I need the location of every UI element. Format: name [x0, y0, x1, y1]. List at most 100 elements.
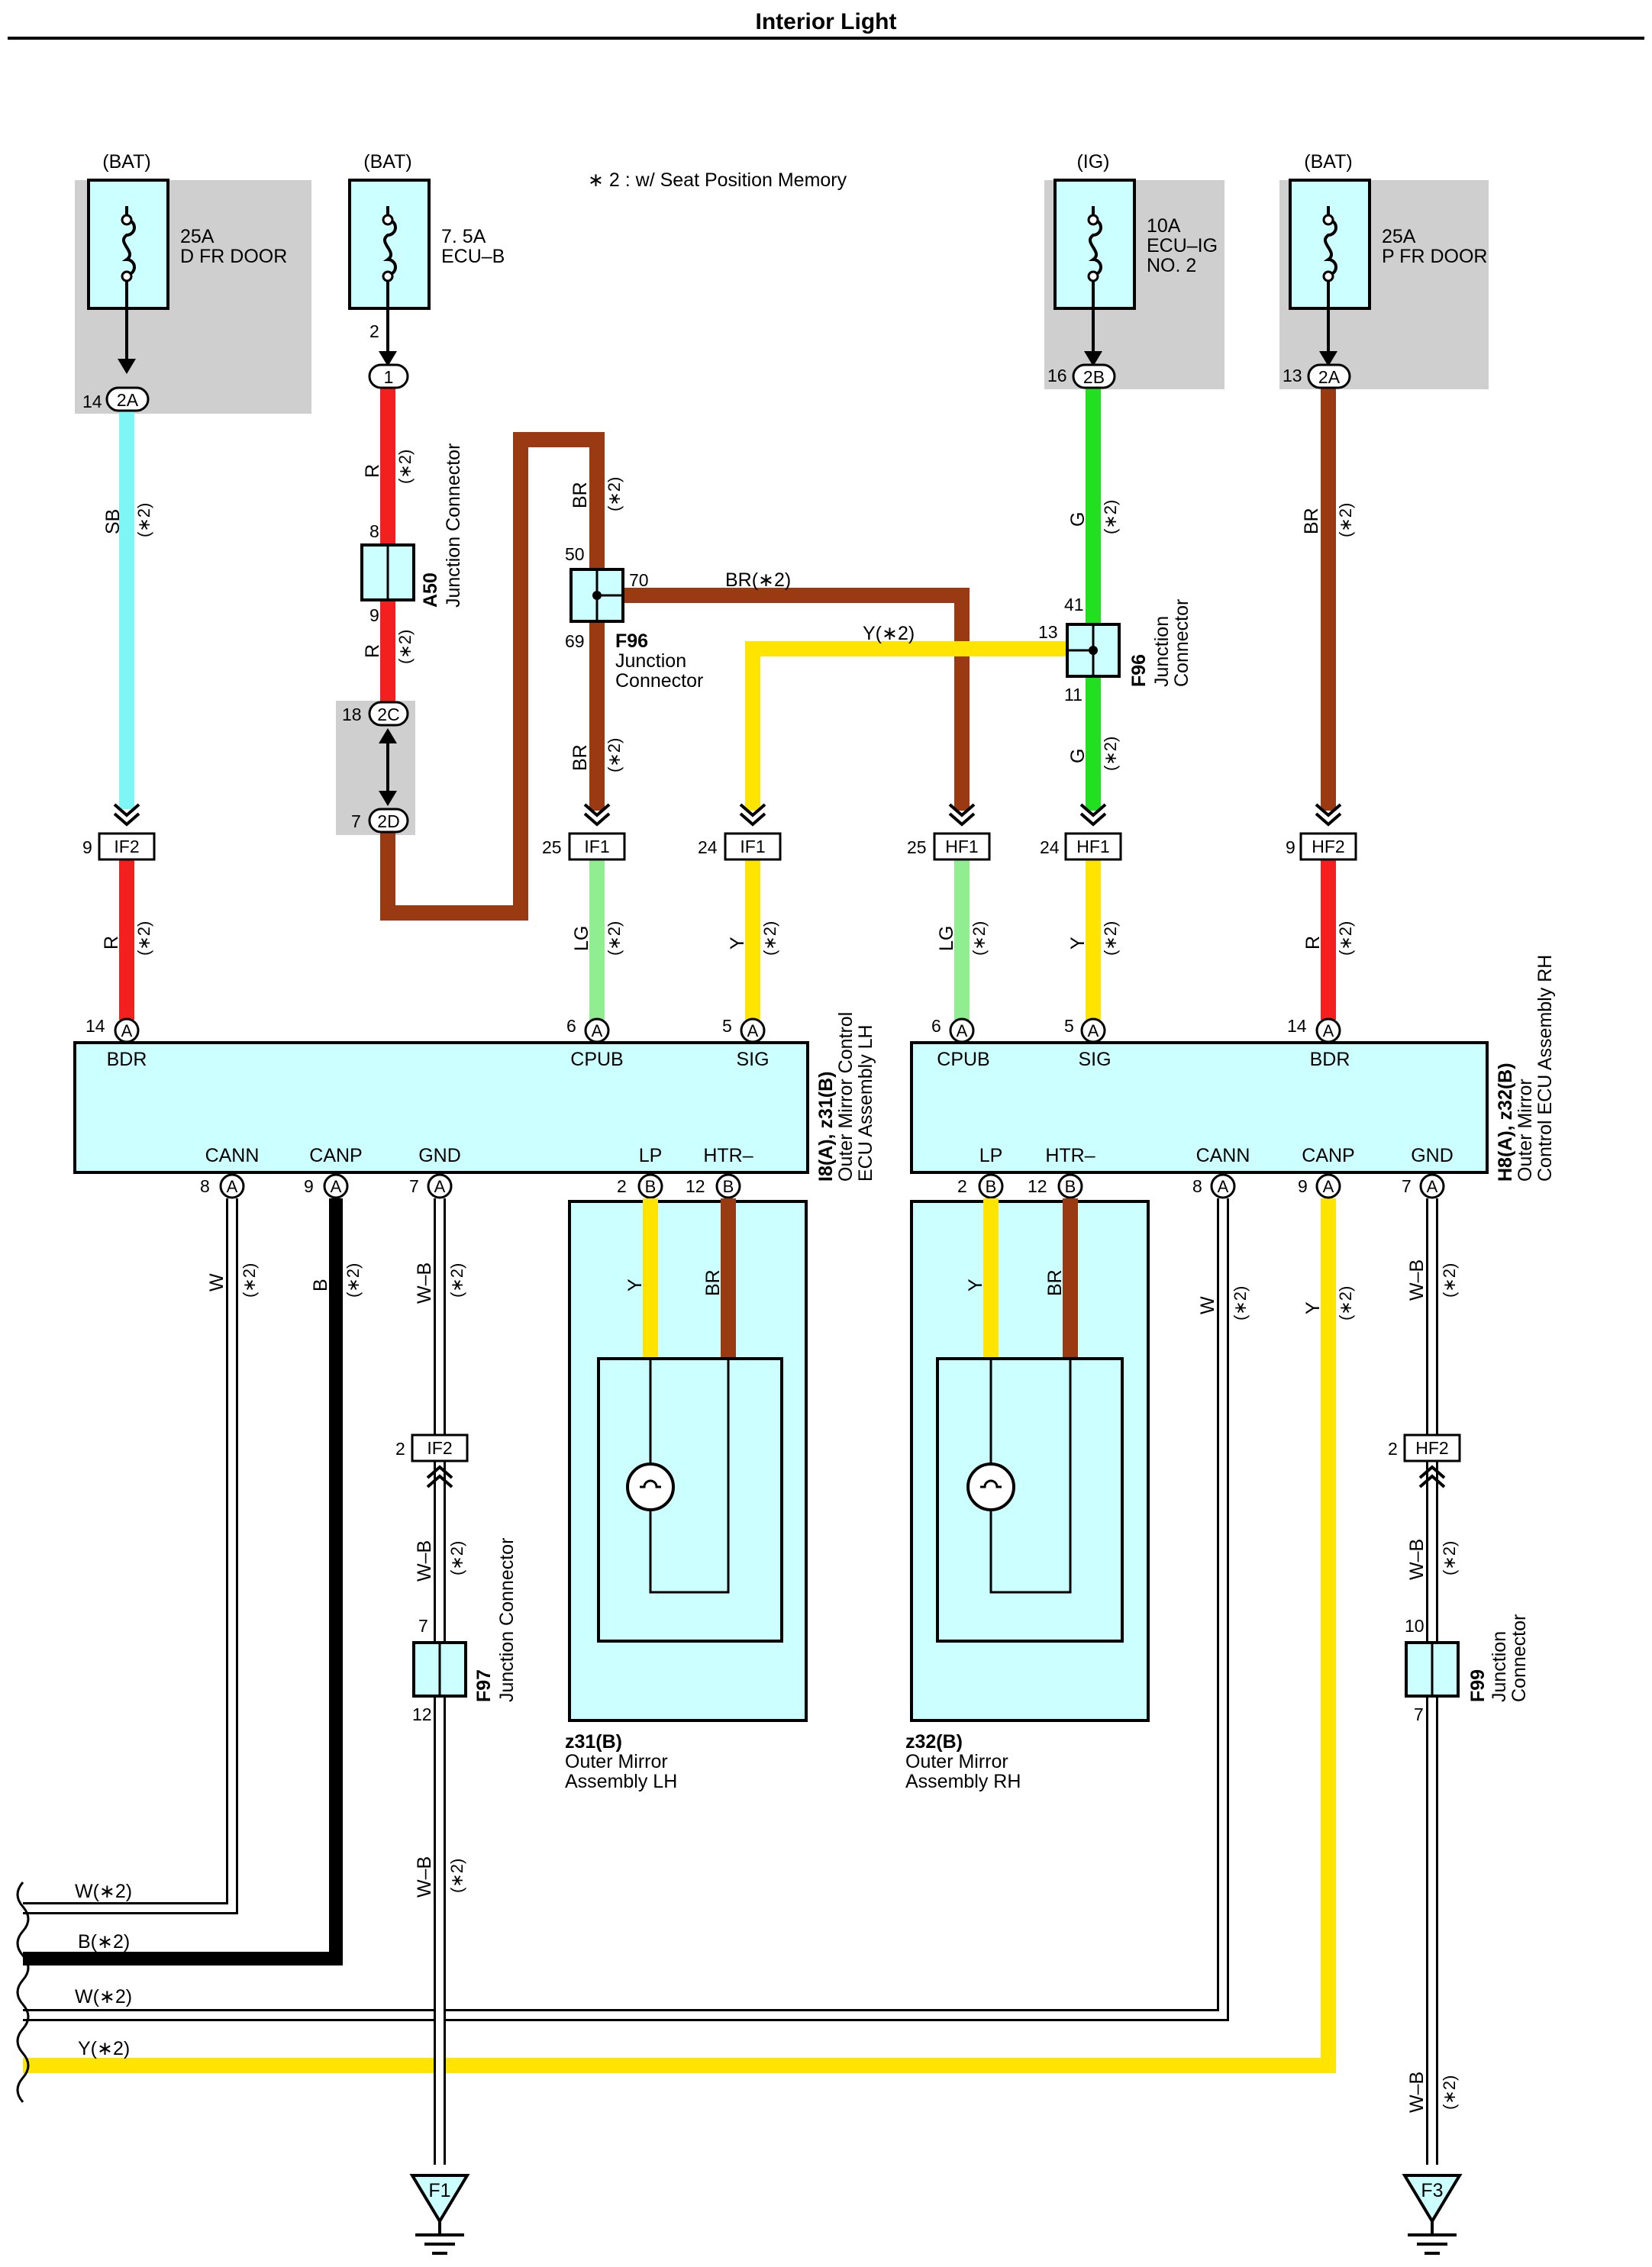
inline-connector-pin: 2 [1388, 1439, 1398, 1459]
ground-code: F1 [428, 2180, 450, 2201]
inline-connector-code: IF2 [427, 1438, 452, 1458]
ecu-pin-conn: A [592, 1021, 603, 1040]
ground-triangle [409, 2174, 470, 2224]
ecu-pin-connector [584, 1017, 610, 1043]
fuse-pin: 16 [1047, 366, 1067, 385]
ecu-pin-number: 7 [1402, 1176, 1412, 1196]
ecu-pin-number: 8 [1192, 1176, 1202, 1196]
inline-connector-hf1 [933, 832, 991, 861]
legend-note: ∗ 2 : w/ Seat Position Memory [588, 169, 847, 191]
ecu-lh-code: I8(A), z31(B) [815, 1072, 837, 1182]
chevron-up-icon [1418, 1465, 1446, 1488]
fuse-source: (BAT) [363, 151, 411, 173]
junction-code: F96 [615, 630, 648, 652]
inline-connector-pin: 2 [395, 1439, 405, 1459]
junction-desc: Connector [615, 670, 703, 692]
wire-label: W [206, 1273, 227, 1292]
fuse-name: ECU–B [441, 246, 505, 267]
junction-desc: Junction Connector [496, 1538, 518, 1702]
inline-connector-code: HF2 [1312, 837, 1344, 856]
joint-connector-code: 2C [377, 705, 399, 724]
ground-triangle [1402, 2174, 1463, 2224]
ecu-lh-desc: ECU Assembly LH [855, 1024, 876, 1182]
inline-connector-pin: 25 [542, 837, 562, 857]
wire-label-star: (∗2) [760, 921, 779, 956]
fuse-pin: 2 [369, 321, 379, 341]
fuse-connector [105, 386, 150, 412]
wire-y-canp [23, 1198, 1336, 2073]
ecu-pin-number: 7 [409, 1176, 419, 1196]
ecu-pin-number: 5 [722, 1016, 732, 1036]
wire-label: Y [1302, 1301, 1324, 1314]
diagram-title: Interior Light [756, 9, 897, 34]
fuse-name: ECU–IG [1147, 235, 1218, 256]
junction-desc: Junction Connector [443, 443, 464, 608]
wire-label-star: (∗2) [134, 921, 153, 956]
ecu-pin-number: 9 [304, 1176, 314, 1196]
inline-connector-pin: 9 [1286, 837, 1295, 857]
wire-label: BR [1301, 508, 1322, 534]
wire-label: Y(∗2) [863, 623, 915, 644]
junction-pin: 12 [412, 1704, 432, 1724]
wire-w-lh-cann-inner [23, 1198, 236, 1912]
ecu-pin-conn: A [1218, 1177, 1229, 1196]
arrow-icon [379, 728, 397, 743]
ecu-pin-conn: B [645, 1177, 657, 1196]
wire-label-star: (∗2) [395, 630, 415, 664]
inline-connector-code: HF2 [1415, 1438, 1448, 1458]
wire-label-star: (∗2) [1101, 737, 1120, 771]
junction-pin: 11 [1064, 685, 1083, 705]
junction-desc: Junction [1489, 1631, 1510, 1702]
mirror-rh-desc: Assembly RH [905, 1771, 1021, 1792]
ecu-pin-label: GND [1411, 1145, 1454, 1166]
wire-label: W–B [1406, 2072, 1428, 2113]
fuse-connector [1307, 363, 1351, 389]
wire-label-star: (∗2) [1336, 1286, 1355, 1321]
mirror-lh-desc: Assembly LH [565, 1771, 677, 1792]
ecu-pin-label: HTR– [703, 1145, 753, 1166]
lamp-icon [626, 1462, 675, 1511]
inline-connector-if2 [411, 1433, 469, 1462]
ecu-pin-conn: A [1427, 1177, 1438, 1196]
inline-connector-if2 [98, 832, 156, 861]
wire-label: W–B [1406, 1539, 1428, 1580]
ecu-pin-number: 9 [1298, 1176, 1308, 1196]
arrow-icon [379, 791, 397, 806]
junction-pin: 50 [565, 544, 585, 564]
ecu-pin-conn: A [331, 1177, 342, 1196]
inline-connector-pin: 24 [1040, 837, 1060, 857]
ecu-lh-box [73, 1041, 809, 1174]
junction-pin: 7 [418, 1616, 428, 1636]
junction-code: F96 [1128, 654, 1150, 687]
ecu-pin-conn: A [1323, 1021, 1334, 1040]
junction-desc: Junction [615, 650, 686, 672]
ecu-pin-label: CANP [1302, 1145, 1354, 1166]
wire-label: BR [702, 1269, 724, 1296]
mirror-rh-desc: Outer Mirror [905, 1751, 1008, 1772]
ecu-lh-desc: Outer Mirror Control [835, 1012, 857, 1182]
mirror-lh-code: z31(B) [565, 1731, 622, 1753]
wire-y-13 [745, 641, 1070, 811]
ecu-pin-number: 14 [86, 1016, 105, 1036]
mirror-rh-code: z32(B) [905, 1731, 963, 1753]
ecu-pin-connector [1210, 1173, 1236, 1199]
ecu-rh-desc: Outer Mirror [1515, 1079, 1536, 1182]
joint-pin: 7 [351, 811, 361, 831]
ecu-pin-number: 12 [1028, 1176, 1047, 1196]
fuse-rating: 25A [180, 226, 215, 247]
arrow-icon [379, 351, 397, 366]
wire-label-star: (∗2) [1231, 1286, 1250, 1321]
fuse-name-2: NO. 2 [1147, 255, 1196, 276]
ecu-pin-connector [219, 1173, 245, 1199]
wire-label: Y(∗2) [78, 2038, 130, 2059]
inline-connector-pin: 24 [698, 837, 718, 857]
ecu-pin-connector [949, 1017, 975, 1043]
wire-label-star: (∗2) [344, 1263, 363, 1298]
ecu-pin-conn: A [227, 1177, 238, 1196]
wire-label: R [1302, 936, 1324, 950]
fuse-pin: 14 [82, 392, 102, 411]
ecu-pin-connector [1315, 1173, 1341, 1199]
chevron-down-icon [1315, 803, 1342, 827]
wire-label: B [310, 1279, 331, 1292]
mirror-lh-desc: Outer Mirror [565, 1751, 668, 1772]
